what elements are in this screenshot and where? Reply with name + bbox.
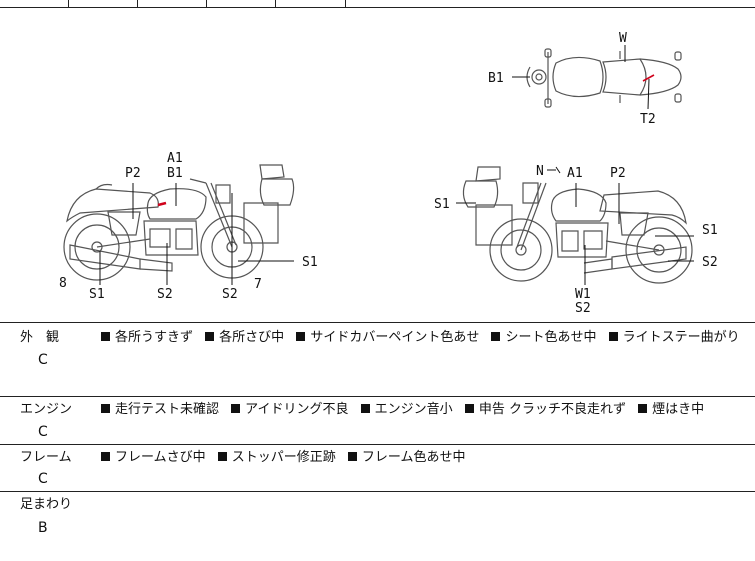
section-grade: C [38,352,48,368]
section-grade: C [38,471,48,487]
label-left-p2: P2 [125,166,141,181]
label-left-s2-rear: S2 [222,287,238,302]
bullet-icon [231,404,241,413]
label-right-w1: W1 [575,287,591,302]
label-top-w: W [619,31,627,46]
label-left-b1: B1 [167,166,183,181]
left-side-bike [63,164,295,281]
finding-item: フレームさび中 [115,450,206,465]
bullet-icon [217,452,227,461]
bullet-icon [347,452,357,461]
finding-item: サイドカバーペイント色あせ [310,330,480,345]
section-suspension: 足まわり B [0,491,755,561]
section-engine: エンジン C 走行テスト未確認 アイドリング不良 エンジン音小 申告 クラッチ不… [0,396,755,444]
label-left-a1: A1 [167,151,183,166]
bullet-icon [296,332,306,341]
finding-item: 各所さび中 [219,330,285,345]
label-left-s2-mid: S2 [157,287,173,302]
section-border [0,491,755,492]
finding-item: 走行テスト未確認 [115,402,220,417]
bullet-icon [464,404,474,413]
finding-item: アイドリング不良 [245,402,349,417]
label-right-s1-left: S1 [434,197,450,212]
finding-item: ストッパー修正跡 [231,450,336,465]
bullet-icon [101,404,110,413]
label-top-t2: T2 [640,112,656,127]
label-right-p2: P2 [610,166,626,181]
section-items: 各所うすきず 各所さび中 サイドカバーペイント色あせ シート色あせ中 ライトステ… [101,329,748,347]
label-left-7: 7 [254,277,262,292]
section-category: フレーム [20,450,72,465]
right-side-bike [462,166,693,284]
motorcycle-diagram: B1 W T2 [0,7,755,322]
header-divider [68,0,69,7]
bullet-icon [205,332,215,341]
label-right-s2-right: S2 [702,255,718,270]
finding-item: フレーム色あせ中 [361,450,466,465]
bullet-icon [101,332,110,341]
section-category: 外 観 [20,330,60,345]
section-items: フレームさび中 ストッパー修正跡 フレーム色あせ中 [101,449,474,467]
section-grade: C [38,424,48,440]
damage-mark-left [157,201,167,207]
header-divider [345,0,346,7]
finding-item: エンジン音小 [374,402,453,417]
section-category: エンジン [20,402,73,417]
header-bottom-border [0,7,755,8]
bullet-icon [491,332,501,341]
header-divider [275,0,276,7]
label-right-a1: A1 [567,166,583,181]
finding-item: 各所うすきず [115,330,194,345]
section-border [0,396,755,397]
label-left-8: 8 [59,276,67,291]
damage-mark-top [642,74,655,82]
label-top-b1: B1 [488,71,504,86]
section-border [0,322,755,323]
label-right-s1-right: S1 [702,223,718,238]
bullet-icon [638,404,648,413]
header-divider [137,0,138,7]
finding-item: 煙はき中 [652,402,705,417]
finding-item: シート色あせ中 [505,330,597,345]
label-right-s2-bottom: S2 [575,301,591,316]
section-items: 走行テスト未確認 アイドリング不良 エンジン音小 申告 クラッチ不良走れず 煙は… [101,401,712,419]
section-border [0,444,755,445]
finding-item: ライトステー曲がり [622,330,740,345]
finding-item: 申告 クラッチ不良走れず [478,402,626,417]
section-exterior: 外 観 C 各所うすきず 各所さび中 サイドカバーペイント色あせ シート色あせ中… [0,322,755,396]
label-left-s1: S1 [89,287,105,302]
bullet-icon [101,452,110,461]
top-view-bike [526,48,682,108]
section-category: 足まわり [20,497,73,512]
label-right-n: N [536,164,544,179]
section-grade: B [38,520,48,536]
label-left-s1-right: S1 [302,255,318,270]
bullet-icon [608,332,618,341]
header-divider [206,0,207,7]
section-frame: フレーム C フレームさび中 ストッパー修正跡 フレーム色あせ中 [0,444,755,491]
bullet-icon [360,404,370,413]
